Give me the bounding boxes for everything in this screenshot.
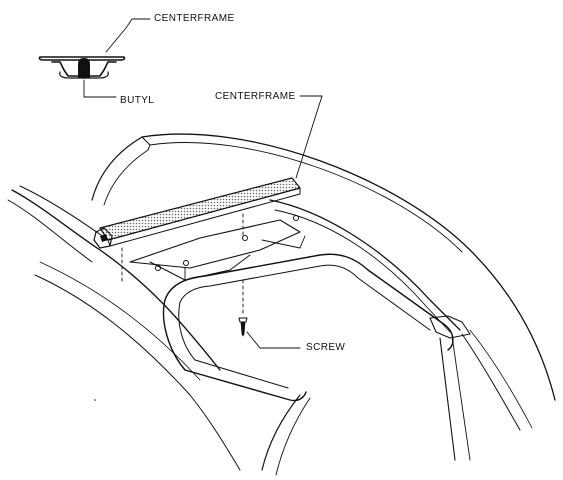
- screw-label: SCREW: [306, 342, 346, 353]
- centerframe-bar: [93, 177, 301, 249]
- right-side-rail: [269, 199, 533, 461]
- centerframe-detail-label: CENTERFRAME: [154, 13, 235, 24]
- screw-leader: [246, 331, 301, 349]
- screw: [238, 317, 248, 337]
- section-leaders: [83, 18, 151, 98]
- centerframe-leader: [295, 95, 323, 179]
- alignment-lines: [121, 213, 244, 317]
- roof-panel-outline: [7, 133, 556, 476]
- rear-window-frame: [91, 136, 151, 206]
- butyl-label: BUTYL: [120, 95, 155, 106]
- roof-opening: [162, 253, 454, 402]
- centerframe-bracket: [129, 215, 306, 281]
- butyl-bead: [78, 58, 90, 78]
- centerframe-label: CENTERFRAME: [215, 91, 296, 102]
